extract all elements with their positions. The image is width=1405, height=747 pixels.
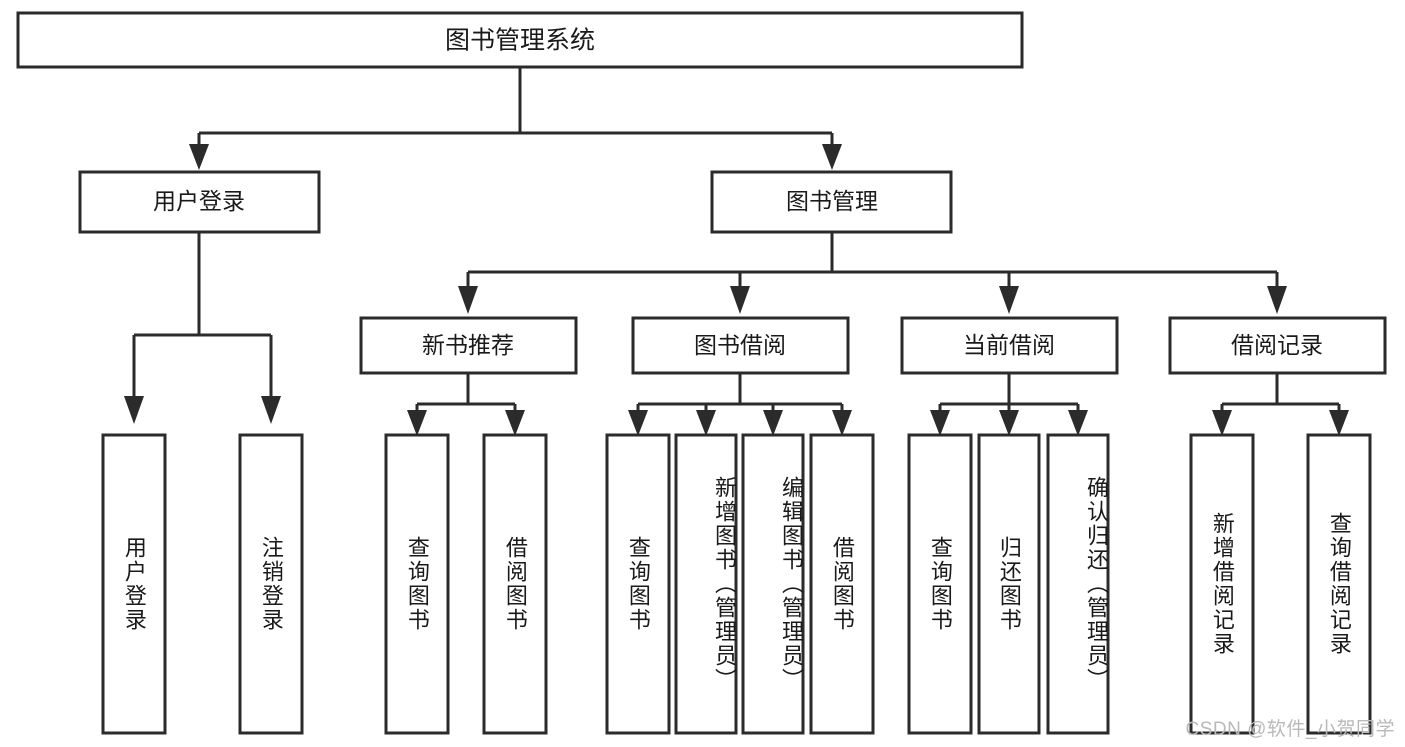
arrow-head-icon xyxy=(696,410,716,436)
leaf-box-borrow-book-2[interactable] xyxy=(809,433,875,735)
user-login-box xyxy=(78,170,321,234)
leaf-boxes xyxy=(101,433,1372,735)
connector-root-to-level1 xyxy=(189,67,842,170)
arrow-head-icon xyxy=(822,144,842,170)
leaf-box-add-record[interactable] xyxy=(1189,433,1255,735)
node-book-borrow[interactable]: 图书借阅 xyxy=(631,316,850,375)
node-book-management[interactable]: 图书管理 xyxy=(710,170,953,234)
book-management-label: 图书管理 xyxy=(786,188,878,214)
arrow-head-icon xyxy=(763,410,783,436)
borrow-record-label: 借阅记录 xyxy=(1231,332,1323,358)
leaf-box-query-book-2[interactable] xyxy=(605,433,671,735)
leaf-box-borrow-book-1[interactable] xyxy=(482,433,548,735)
new-book-recommend-label: 新书推荐 xyxy=(422,332,514,358)
csdn-watermark: CSDN @软件_小贺同学 xyxy=(1185,719,1395,740)
arrow-head-icon xyxy=(730,286,750,314)
leaf-box-user-login[interactable] xyxy=(101,433,167,735)
arrow-head-icon xyxy=(458,286,478,314)
arrow-head-icon xyxy=(1068,410,1088,436)
arrow-head-icon xyxy=(1267,286,1287,314)
connector-new-book-recommend-to-leaves xyxy=(407,373,525,436)
arrow-head-icon xyxy=(832,410,852,436)
connector-borrow-record-to-leaves xyxy=(1212,373,1349,436)
leaf-box-logout-login[interactable] xyxy=(238,433,304,735)
node-user-login[interactable]: 用户登录 xyxy=(78,170,321,234)
leaf-box-add-book[interactable] xyxy=(674,433,738,735)
arrow-head-icon xyxy=(1329,410,1349,436)
node-current-borrow[interactable]: 当前借阅 xyxy=(900,316,1119,375)
leaf-box-query-book-1[interactable] xyxy=(384,433,450,735)
user-login-label: 用户登录 xyxy=(153,188,245,214)
arrow-head-icon xyxy=(1212,410,1232,436)
book-borrow-label: 图书借阅 xyxy=(694,332,786,358)
arrow-head-icon xyxy=(261,396,281,424)
node-borrow-record[interactable]: 借阅记录 xyxy=(1168,316,1387,375)
arrow-head-icon xyxy=(505,410,525,436)
new-book-recommend-box xyxy=(359,316,578,375)
connector-user-login-to-leaves xyxy=(124,232,281,424)
arrow-head-icon xyxy=(628,410,648,436)
arrow-head-icon xyxy=(407,410,427,436)
connector-book-borrow-to-leaves xyxy=(628,373,852,436)
node-new-book-recommend[interactable]: 新书推荐 xyxy=(359,316,578,375)
connector-current-borrow-to-leaves xyxy=(930,373,1088,436)
node-root[interactable]: 图书管理系统 xyxy=(16,11,1024,69)
arrow-head-icon xyxy=(930,410,950,436)
connector-book-management-to-level2 xyxy=(458,232,1287,314)
arrow-head-icon xyxy=(999,410,1019,436)
leaf-box-query-book-3[interactable] xyxy=(907,433,973,735)
leaf-box-confirm-return[interactable] xyxy=(1046,433,1110,735)
root-label: 图书管理系统 xyxy=(445,27,595,55)
arrow-head-icon xyxy=(189,144,209,170)
arrow-head-icon xyxy=(124,396,144,424)
current-borrow-label: 当前借阅 xyxy=(963,332,1055,358)
leaf-box-query-record[interactable] xyxy=(1306,433,1372,735)
root-box xyxy=(16,11,1024,69)
current-borrow-box xyxy=(900,316,1119,375)
leaf-box-edit-book[interactable] xyxy=(741,433,805,735)
leaf-box-return-book[interactable] xyxy=(977,433,1041,735)
arrow-head-icon xyxy=(999,286,1019,314)
